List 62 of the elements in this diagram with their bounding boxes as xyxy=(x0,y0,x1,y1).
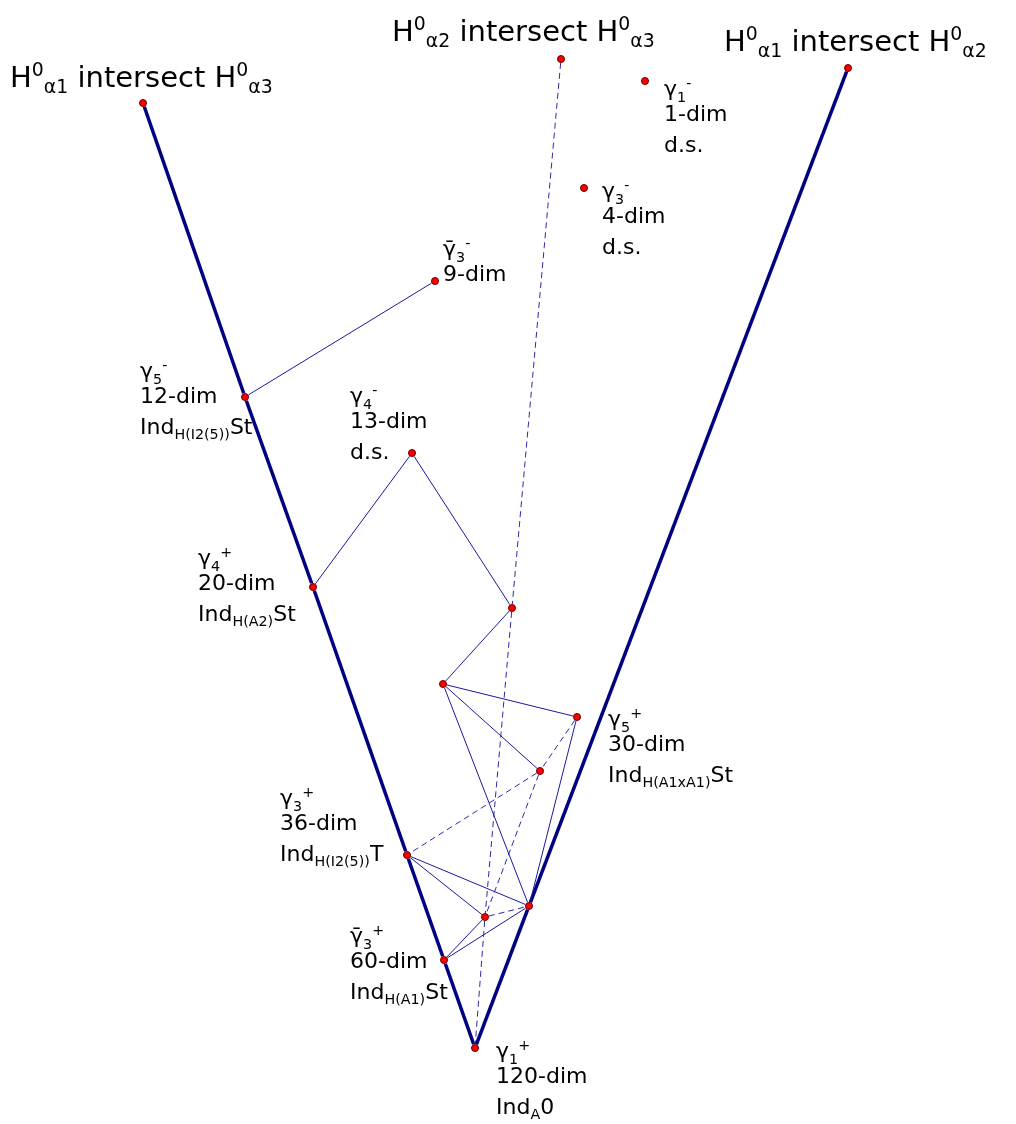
representation-label: Ind$_{H(A1xA1)}$St xyxy=(608,761,734,790)
representation-label: 120-dim xyxy=(496,1063,588,1090)
representation-label: d.s. xyxy=(602,233,643,261)
point-marker xyxy=(431,277,439,285)
representation-label: 60-dim xyxy=(350,948,429,975)
dashed-line xyxy=(474,920,486,1045)
thick-line xyxy=(312,590,408,852)
line-segment xyxy=(446,907,527,959)
thick-line xyxy=(474,909,530,1045)
line-segment xyxy=(413,455,511,606)
line-segment xyxy=(446,919,483,958)
line-segment xyxy=(247,282,433,396)
line-segment xyxy=(409,857,483,915)
point-marker xyxy=(403,851,411,859)
dashed-line xyxy=(541,719,576,769)
representation-label: Ind$_{H(A2)}$St xyxy=(198,600,296,629)
point-marker xyxy=(525,902,533,910)
point-marker xyxy=(573,713,581,721)
point-marker xyxy=(580,184,588,192)
line-segment xyxy=(314,455,411,585)
thick-line xyxy=(406,858,445,957)
representation-label: Ind$_{A}$0 xyxy=(496,1093,556,1122)
representation-label: d.s. xyxy=(664,131,705,159)
representation-label: 4-dim xyxy=(602,203,666,230)
thick-line xyxy=(142,106,246,394)
point-marker xyxy=(440,956,448,964)
representation-label: 12-dim xyxy=(140,383,219,410)
thick-line xyxy=(528,71,849,903)
point-marker xyxy=(139,99,147,107)
point-marker xyxy=(641,77,649,85)
dashed-line xyxy=(484,611,513,914)
thick-line xyxy=(443,963,476,1045)
line-segment xyxy=(443,687,529,903)
dashed-line xyxy=(511,62,562,605)
line-segment xyxy=(410,856,526,905)
point-marker xyxy=(844,64,852,72)
representation-label: d.s. xyxy=(350,438,391,466)
point-marker xyxy=(471,1044,479,1052)
representation-label: 30-dim xyxy=(608,731,687,758)
line-segment xyxy=(529,720,577,903)
representation-label: 36-dim xyxy=(280,810,359,837)
point-marker xyxy=(439,680,447,688)
representation-label: 9-dim xyxy=(443,261,507,288)
dashed-line xyxy=(488,906,526,917)
representation-label: Ind$_{H(I2(5))}$T xyxy=(280,840,384,869)
point-marker xyxy=(481,913,489,921)
line-segment xyxy=(445,686,538,769)
point-marker xyxy=(508,604,516,612)
point-marker xyxy=(557,55,565,63)
point-marker xyxy=(536,767,544,775)
representation-label: 20-dim xyxy=(198,570,277,597)
representation-label: 1-dim xyxy=(664,101,728,128)
line-segment xyxy=(445,610,510,682)
representation-label: Ind$_{H(I2(5))}$St xyxy=(140,413,253,442)
point-marker xyxy=(241,393,249,401)
dashed-line xyxy=(485,774,540,914)
point-marker xyxy=(408,449,416,457)
point-marker xyxy=(309,583,317,591)
representation-label: 13-dim xyxy=(350,408,428,435)
line-segment xyxy=(446,684,574,717)
representation-label: Ind$_{H(A1)}$St xyxy=(350,978,448,1007)
thick-line xyxy=(244,400,314,584)
